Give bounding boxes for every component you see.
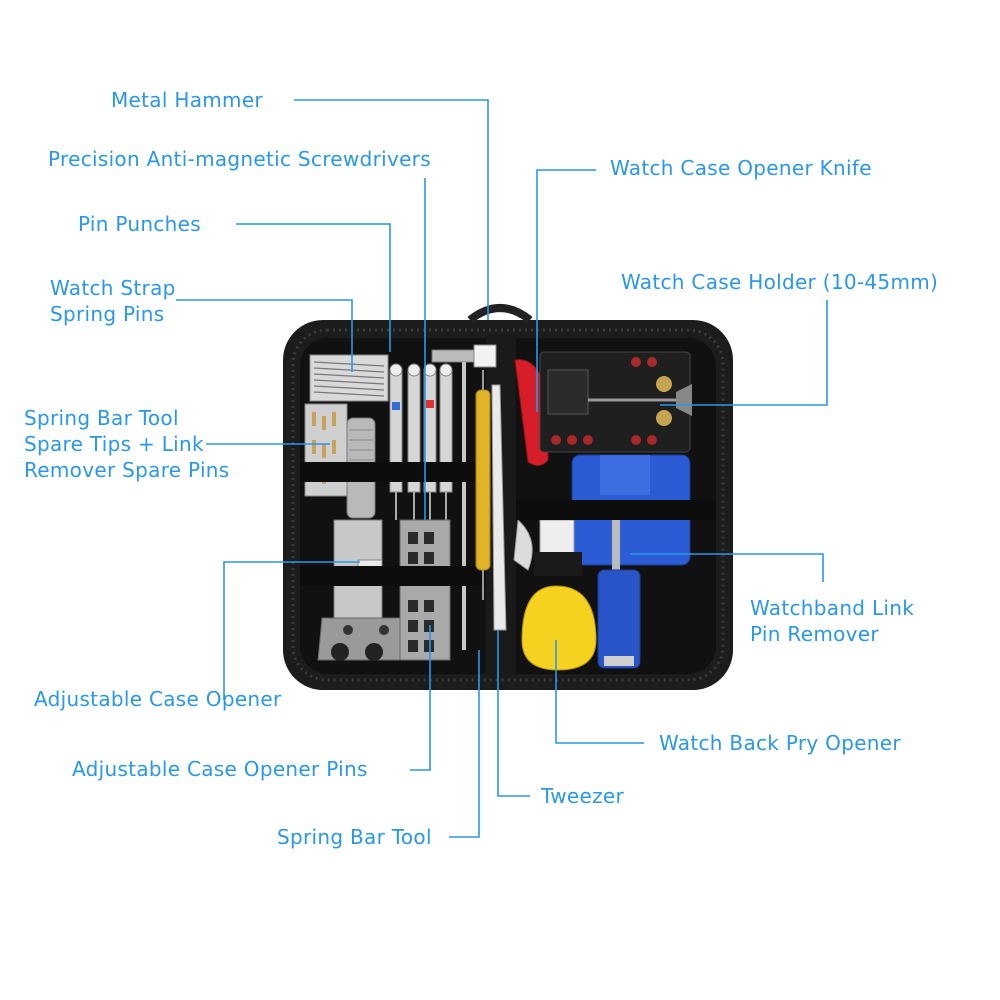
label-spring-bar-tool: Spring Bar Tool [277,825,432,849]
leader-pin-punches [236,223,391,352]
tweezer-tool [491,384,507,631]
back-pry-opener-tool [521,519,597,671]
pin-box [399,519,451,661]
metal-hammer-tool [431,344,497,650]
label-adjustable-case-opener: Adjustable Case Opener [34,687,282,711]
label-strap-pins-line2: Spring Pins [50,302,165,326]
spring-pins-box [309,354,389,402]
label-link-remover-line2: Pin Remover [750,622,879,646]
label-spare-tips-line1: Spring Bar Tool [24,406,179,430]
label-strap-pins-line1: Watch Strap [50,276,176,300]
leader-case-opener-pins [410,625,431,771]
leader-spring-bar-tool [449,650,480,838]
label-pin-punches: Pin Punches [78,212,201,236]
label-link-remover-line1: Watchband Link [750,596,915,620]
leader-lines [176,99,828,838]
label-case-opener-pins: Adjustable Case Opener Pins [72,757,368,781]
case-holder-tool [539,351,692,453]
left-straps [300,462,485,586]
leader-back-pry [555,640,644,744]
leader-tweezer [497,630,530,797]
leader-knife [536,169,596,412]
leader-strap-pins [176,299,353,372]
spare-tips-box [304,403,348,497]
leader-case-opener [223,561,360,700]
label-case-holder: Watch Case Holder (10-45mm) [621,270,939,294]
link-pin-remover-tool [571,454,691,669]
label-metal-hammer: Metal Hammer [111,88,263,112]
leader-link-remover [630,553,824,582]
label-spare-tips-line3: Remover Spare Pins [24,458,230,482]
label-screwdrivers: Precision Anti-magnetic Screwdrivers [48,147,431,171]
spring-bar-tool [475,370,491,600]
adjustable-case-opener-tool [317,417,411,661]
leader-case-holder [660,300,828,406]
right-straps [516,500,716,520]
leader-metal-hammer [294,99,489,320]
label-spare-tips-line2: Spare Tips + Link [24,432,204,456]
label-case-opener-knife: Watch Case Opener Knife [610,156,872,180]
label-tweezer: Tweezer [541,784,624,808]
label-back-pry-opener: Watch Back Pry Opener [659,731,901,755]
